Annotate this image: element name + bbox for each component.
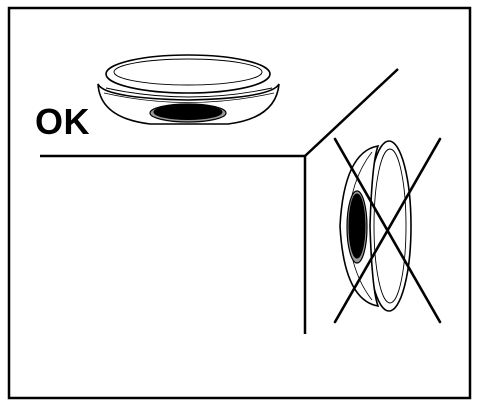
ceiling-diagonal-line [304,68,399,157]
detector-body-highlight-2 [103,92,275,103]
cross-out-mark [333,137,442,324]
ceiling-mounted-detector [97,54,280,125]
detector-body-highlight [105,87,273,98]
cross-line-2 [333,137,442,324]
wall-detector-sensor [348,193,366,259]
detector-sensor [153,104,223,120]
detector-top-inner [113,58,263,86]
room-corner [40,68,399,334]
ok-label: OK [35,101,90,142]
